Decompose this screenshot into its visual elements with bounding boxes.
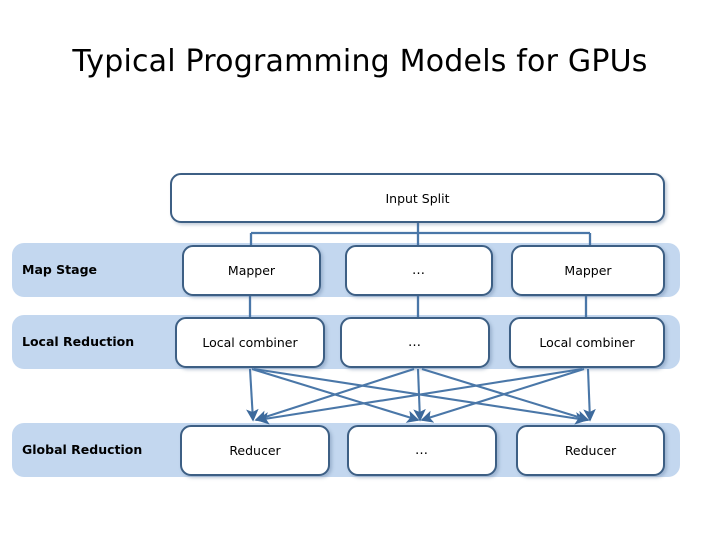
node-reducer-1[interactable]: Reducer — [180, 425, 330, 476]
connector-combiner-3-to-reducer-3 — [583, 368, 596, 422]
node-local-combiner-ellipsis-label: … — [408, 335, 422, 350]
page-title: Typical Programming Models for GPUs — [72, 44, 648, 79]
node-input-split[interactable]: Input Split — [170, 173, 665, 223]
node-input-split-label: Input Split — [385, 190, 450, 206]
node-local-combiner-ellipsis[interactable]: … — [340, 317, 490, 368]
node-mapper-ellipsis-label: … — [412, 263, 426, 278]
connector-combiner-1-to-reducer-1 — [246, 368, 259, 422]
node-mapper-2-label: Mapper — [564, 263, 612, 278]
stage-label-local-reduction: Local Reduction — [22, 334, 135, 349]
node-mapper-1-label: Mapper — [227, 263, 276, 278]
node-mapper-2[interactable]: Mapper — [511, 245, 665, 296]
node-local-combiner-1-label: Local combiner — [202, 335, 298, 350]
stage-label-map: Map Stage — [22, 262, 98, 277]
node-reducer-ellipsis-label: … — [415, 443, 429, 458]
stage-label-global-reduction: Global Reduction — [22, 442, 143, 457]
node-mapper-ellipsis[interactable]: … — [345, 245, 493, 296]
node-reducer-ellipsis[interactable]: … — [347, 425, 497, 476]
connector-combiner-3-to-reducer-1 — [256, 367, 583, 425]
node-reducer-2[interactable]: Reducer — [516, 425, 665, 476]
node-local-combiner-2-label: Local combiner — [539, 335, 635, 350]
node-local-combiner-1[interactable]: Local combiner — [175, 317, 325, 368]
node-local-combiner-2[interactable]: Local combiner — [509, 317, 665, 368]
connector-combiner-2-to-reducer-1 — [254, 368, 415, 423]
node-mapper-1[interactable]: Mapper — [182, 245, 321, 296]
connector-combiner-3-to-reducer-2 — [420, 367, 585, 423]
node-reducer-1-label: Reducer — [229, 443, 281, 458]
node-reducer-2-label: Reducer — [564, 443, 617, 458]
